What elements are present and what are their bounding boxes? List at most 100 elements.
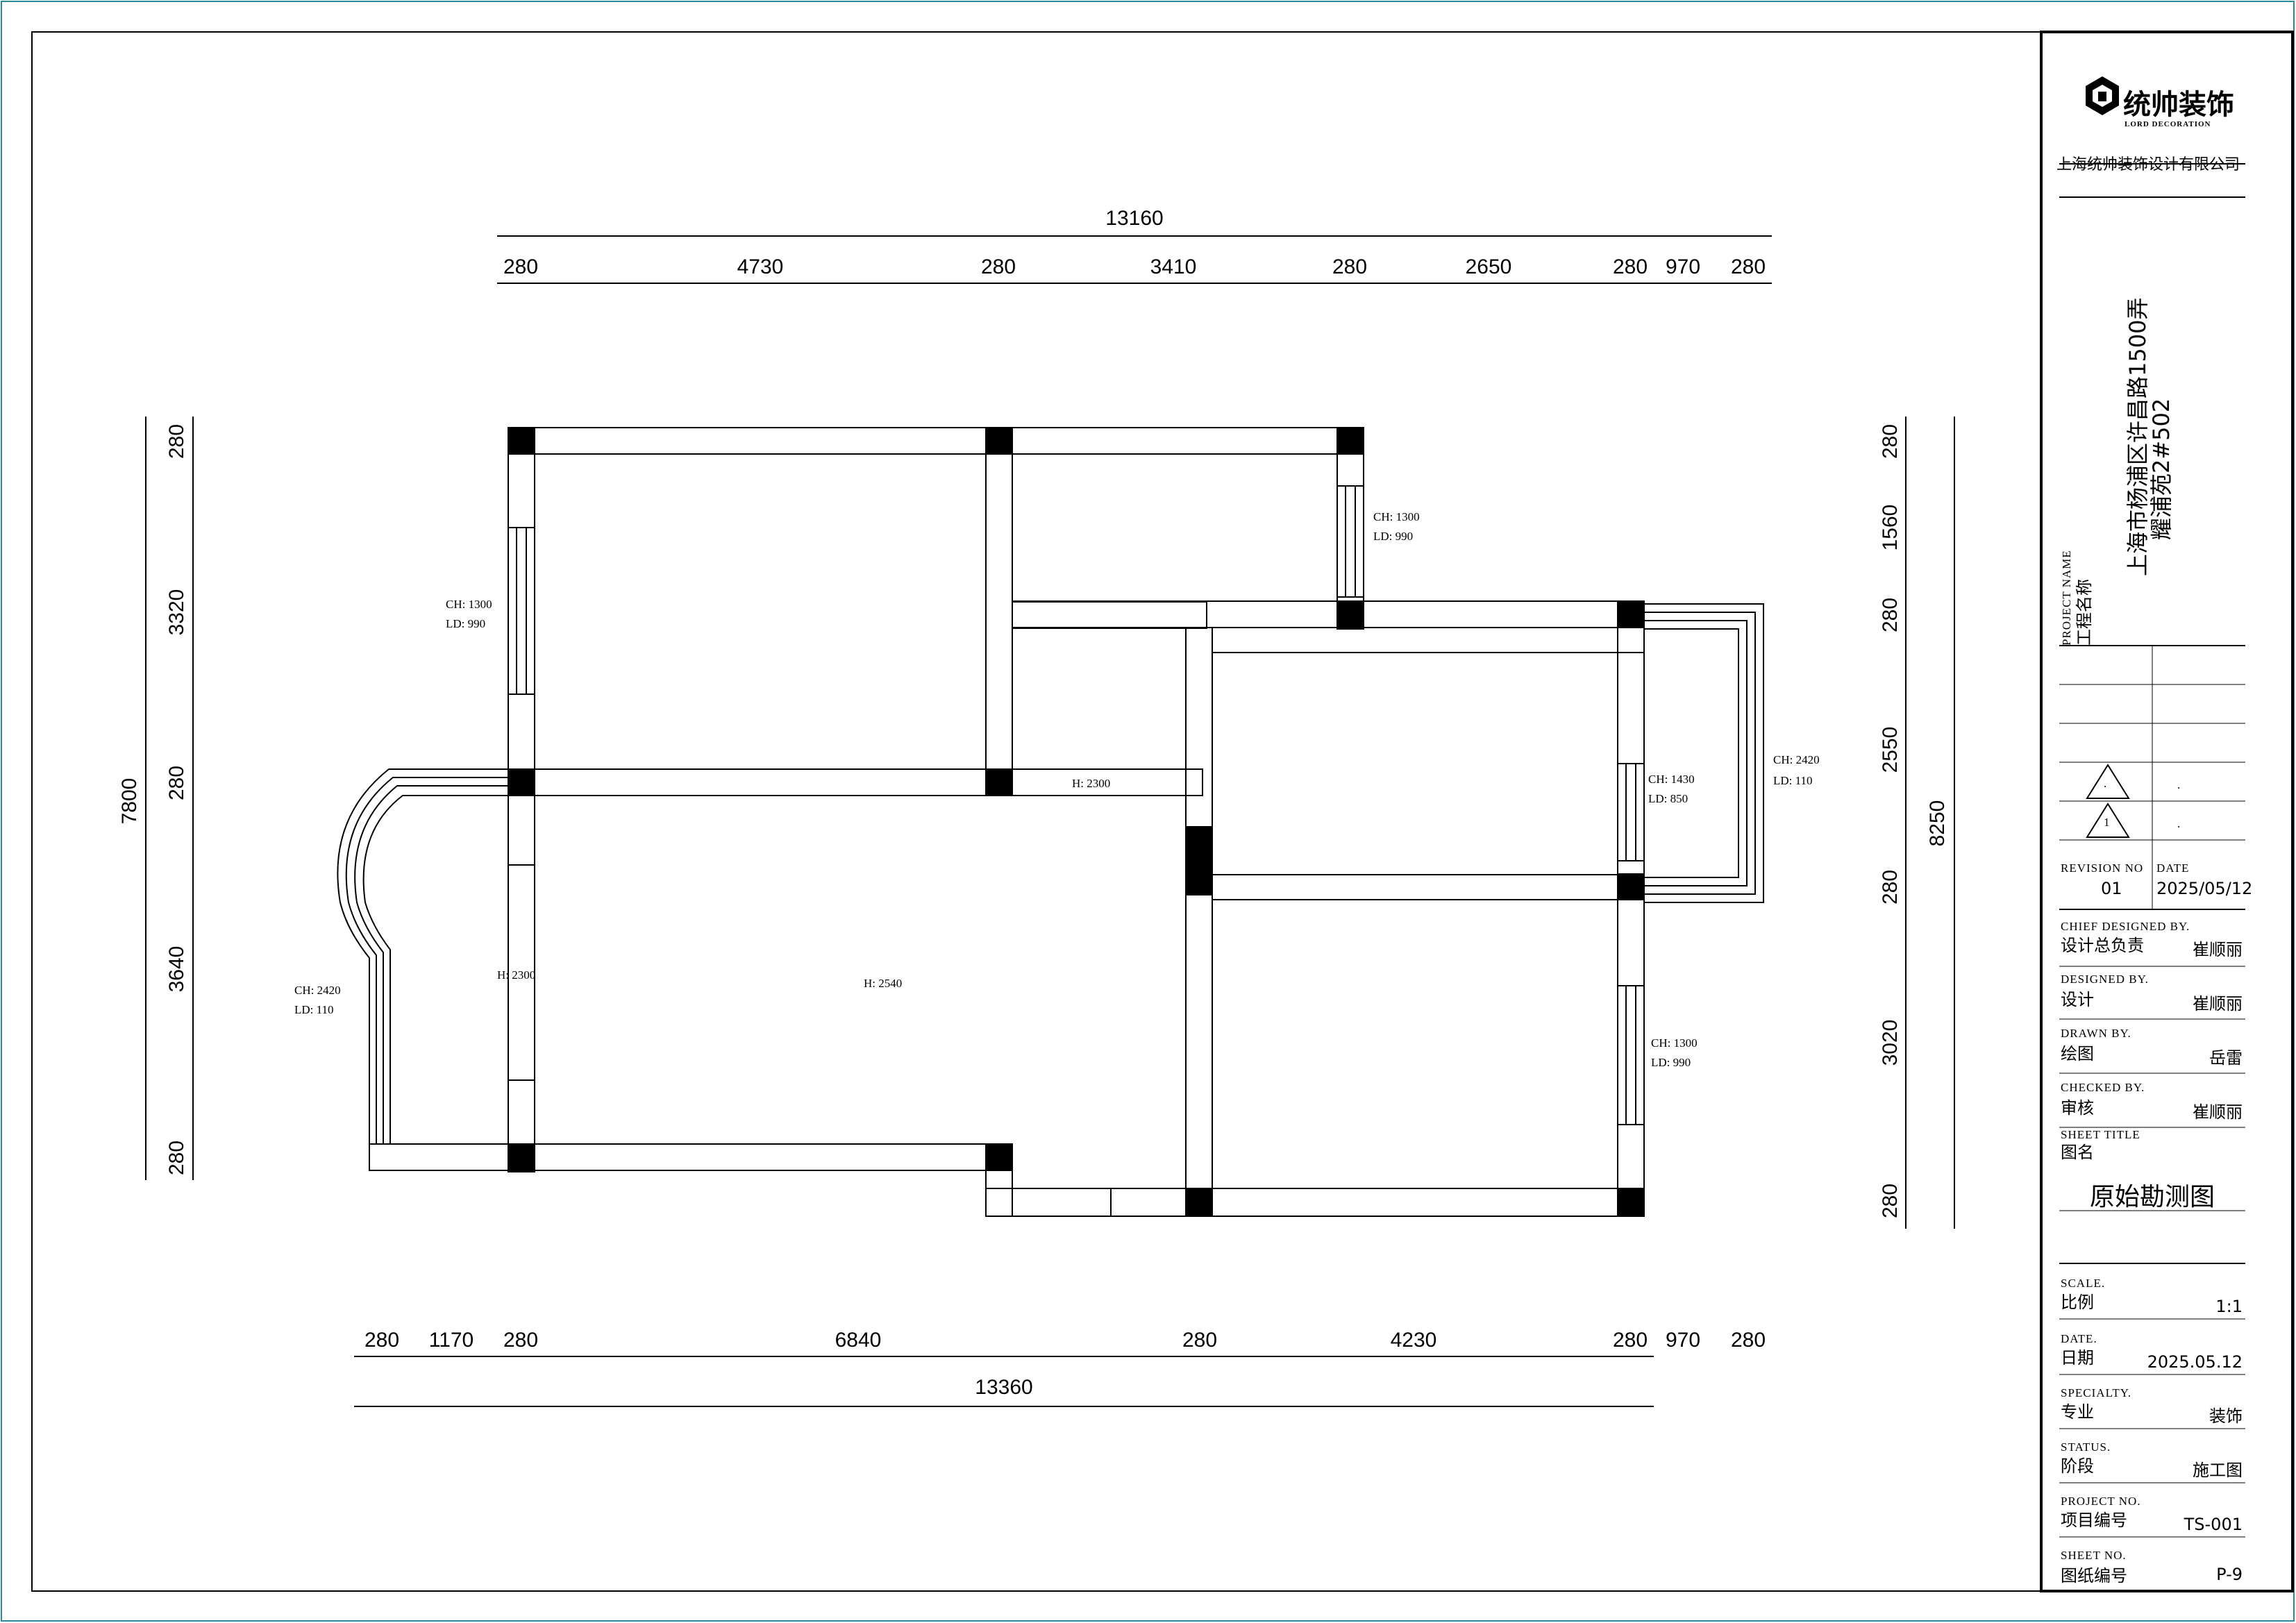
- dim-left-0: 280: [165, 424, 188, 459]
- dim-right-3: 2550: [1879, 727, 1902, 773]
- drawn-label-en: DRAWN BY.: [2061, 1027, 2131, 1040]
- dim-right-5: 3020: [1879, 1020, 1902, 1066]
- note-w1-ch: CH: 1300: [446, 598, 492, 611]
- balconies: [337, 603, 1764, 1144]
- dim-left-overall: 7800: [118, 778, 141, 825]
- dim-bottom-5: 4230: [1391, 1329, 1437, 1352]
- note-w6-ch: CH: 1300: [1651, 1036, 1698, 1050]
- dim-top-1: 4730: [737, 255, 784, 278]
- dim-left-1: 3320: [165, 589, 188, 636]
- designed-value: 崔顺丽: [2193, 994, 2243, 1014]
- note-w6-ld: LD: 990: [1651, 1056, 1691, 1069]
- sheet-no-label-en: SHEET NO.: [2061, 1549, 2127, 1562]
- specialty-value: 装饰: [2209, 1406, 2243, 1426]
- status-label-cn: 阶段: [2061, 1456, 2094, 1476]
- dim-top-3: 3410: [1150, 255, 1197, 278]
- dim-right-2: 280: [1879, 598, 1902, 632]
- note-w1-ld: LD: 990: [446, 617, 485, 630]
- brand-logo-icon: [2086, 76, 2119, 115]
- status-label-en: STATUS.: [2061, 1440, 2111, 1454]
- title-block: 统帅装饰 LORD DECORATION 上海统帅装饰设计有限公司 PROJEC…: [2040, 31, 2294, 1592]
- designed-label-cn: 设计: [2061, 990, 2094, 1009]
- status-value: 施工图: [2193, 1461, 2243, 1480]
- note-h1: H: 2300: [1072, 777, 1110, 790]
- dim-top-2: 280: [981, 255, 1016, 278]
- revision-value: 01: [2101, 879, 2122, 898]
- sheet-title-label-en: SHEET TITLE: [2061, 1128, 2140, 1141]
- sheet-title-label-cn: 图名: [2061, 1143, 2094, 1162]
- date-label-en: DATE.: [2061, 1332, 2097, 1345]
- revision-label: REVISION NO: [2061, 861, 2143, 875]
- note-w4-ld: LD: 110: [1773, 774, 1813, 787]
- project-name-label-en: PROJECT NAME: [2060, 550, 2073, 646]
- revision-dot-2: .: [2177, 817, 2181, 830]
- project-address-line2: 耀浦苑2#502: [2148, 398, 2175, 540]
- dim-bottom-8: 280: [1731, 1329, 1766, 1352]
- project-no-label-en: PROJECT NO.: [2061, 1495, 2141, 1508]
- dim-top-overall: 13160: [1105, 207, 1163, 230]
- note-w3-ch: CH: 1430: [1648, 773, 1695, 786]
- sheet-no-label-cn: 图纸编号: [2061, 1566, 2127, 1586]
- note-h2: H: 2300: [497, 968, 535, 982]
- note-h3: H: 2540: [864, 977, 902, 990]
- chief-label-en: CHIEF DESIGNED BY.: [2061, 920, 2190, 933]
- dim-bottom-3: 6840: [835, 1329, 882, 1352]
- dim-bottom-0: 280: [364, 1329, 399, 1352]
- dim-left-4: 280: [165, 1141, 188, 1175]
- project-name-label-cn: 工程名称: [2075, 579, 2094, 646]
- dim-right-4: 280: [1879, 870, 1902, 905]
- dim-bottom-6: 280: [1613, 1329, 1648, 1352]
- revision-mark-1: .: [2104, 777, 2107, 790]
- dim-bottom-overall: 13360: [975, 1376, 1032, 1399]
- revision-date-value: 2025/05/12: [2156, 879, 2252, 898]
- room-notes: CH: 1300 LD: 990 CH: 1300 LD: 990 CH: 14…: [294, 510, 1820, 1069]
- dimension-lines: [145, 235, 1955, 1407]
- dim-top-5: 2650: [1466, 255, 1512, 278]
- windows: [508, 485, 1645, 1145]
- dim-bottom-4: 280: [1182, 1329, 1217, 1352]
- revision-mark-2: 1: [2104, 816, 2111, 829]
- revision-date-label: DATE: [2156, 861, 2189, 875]
- dim-bottom-2: 280: [503, 1329, 538, 1352]
- dim-left-3: 3640: [165, 946, 188, 993]
- dim-top-7: 970: [1666, 255, 1700, 278]
- dim-right-overall: 8250: [1926, 800, 1949, 847]
- project-address-line1: 上海市杨浦区许昌路1500弄: [2125, 298, 2151, 576]
- brand-name-en: LORD DECORATION: [2125, 120, 2211, 128]
- dim-right-0: 280: [1879, 424, 1902, 459]
- specialty-label-cn: 专业: [2061, 1402, 2094, 1422]
- dim-top-4: 280: [1332, 255, 1367, 278]
- dimensions-right: 8250 280 1560 280 2550 280 3020 280: [1879, 424, 1949, 1218]
- dim-top-0: 280: [503, 255, 538, 278]
- date-label-cn: 日期: [2061, 1348, 2094, 1368]
- brand-name: 统帅装饰: [2123, 89, 2234, 121]
- scale-value: 1:1: [2215, 1297, 2243, 1316]
- drawn-value: 岳雷: [2209, 1048, 2243, 1068]
- columns: [508, 428, 1644, 1216]
- project-no-value: TS-001: [2184, 1515, 2243, 1534]
- chief-value: 崔顺丽: [2193, 940, 2243, 959]
- walls: [369, 427, 1645, 1217]
- dim-bottom-7: 970: [1666, 1329, 1700, 1352]
- dimensions-left: 7800 280 3320 280 3640 280: [118, 424, 188, 1175]
- scale-label-cn: 比例: [2061, 1293, 2094, 1312]
- sheet-no-value: P-9: [2216, 1565, 2243, 1584]
- note-w4-ch: CH: 2420: [1773, 753, 1820, 766]
- dimensions-top: 13160 280 4730 280 3410 280 2650 280 970…: [503, 207, 1766, 278]
- dim-bottom-1: 1170: [429, 1329, 474, 1352]
- note-w2-ch: CH: 1300: [1373, 510, 1420, 523]
- scale-label-en: SCALE.: [2061, 1277, 2105, 1290]
- checked-label-cn: 审核: [2061, 1098, 2094, 1118]
- checked-label-en: CHECKED BY.: [2061, 1081, 2145, 1094]
- dim-right-6: 280: [1879, 1184, 1902, 1218]
- dim-left-2: 280: [165, 766, 188, 800]
- project-no-label-cn: 项目编号: [2061, 1511, 2127, 1530]
- note-w5-ch: CH: 2420: [294, 984, 341, 997]
- date-value: 2025.05.12: [2147, 1352, 2243, 1372]
- designed-label-en: DESIGNED BY.: [2061, 973, 2149, 986]
- revision-triangle-icon: [2086, 764, 2130, 838]
- drawn-label-cn: 绘图: [2061, 1044, 2094, 1063]
- chief-label-cn: 设计总负责: [2061, 936, 2144, 955]
